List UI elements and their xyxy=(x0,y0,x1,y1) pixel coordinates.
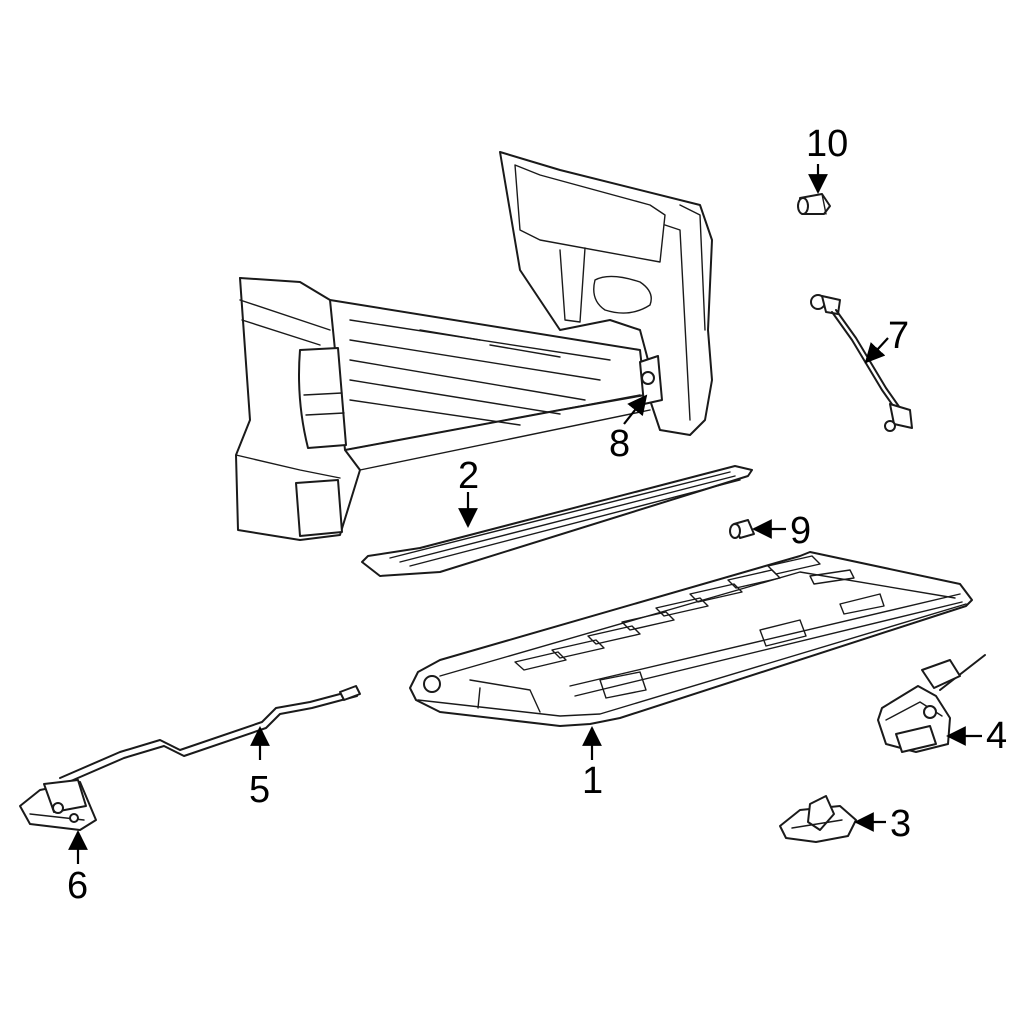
part-4-latch xyxy=(877,654,986,753)
part-2-tailgate-cap xyxy=(361,465,753,577)
callout-labels: 1 2 3 4 5 6 7 8 9 10 xyxy=(67,123,1007,907)
callout-7: 7 xyxy=(888,315,909,357)
callout-6: 6 xyxy=(67,865,88,907)
truck-bed-illustration xyxy=(235,151,713,541)
callout-4: 4 xyxy=(986,715,1007,757)
callout-9: 9 xyxy=(790,510,811,552)
leader-lines xyxy=(68,164,982,864)
callout-3: 3 xyxy=(890,803,911,845)
part-3-plate xyxy=(779,795,857,843)
part-9-bushing xyxy=(729,519,755,539)
callout-2: 2 xyxy=(458,455,479,497)
part-10-bolt xyxy=(797,193,831,215)
callout-5: 5 xyxy=(249,769,270,811)
part-5-control-rod xyxy=(59,685,361,785)
callout-1: 1 xyxy=(582,760,603,802)
callout-10: 10 xyxy=(806,123,848,165)
leader-8 xyxy=(623,394,648,425)
part-6-hinge xyxy=(19,779,97,831)
part-7-support-cable xyxy=(810,294,913,432)
leader-7 xyxy=(864,337,889,364)
part-1-tailgate-panel xyxy=(409,551,973,727)
callout-8: 8 xyxy=(609,423,630,465)
